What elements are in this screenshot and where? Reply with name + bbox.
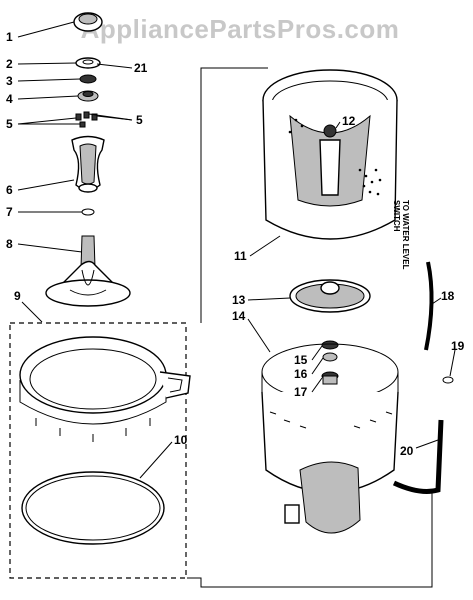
part-19-clamp[interactable] [442,376,454,384]
callout-15: 15 [294,353,308,367]
callout-4: 4 [6,92,13,106]
part-11-spin-basket[interactable] [262,69,398,240]
connector-line-bottom [187,485,433,588]
callout-3: 3 [6,74,13,88]
callout-19: 19 [451,339,465,353]
callout-20: 20 [400,444,414,458]
water-level-note-line-2: SWITCH [392,200,401,232]
callout-11: 11 [234,249,247,263]
part-8-agitator-base[interactable] [45,235,131,307]
part-4-cam[interactable] [77,90,99,102]
callout-6: 6 [6,183,13,197]
part-20-drain-hose[interactable] [392,419,444,494]
callout-2: 2 [6,57,13,71]
watermark-logo: AppliancePartsPros.com [80,14,400,44]
water-level-switch-note: TO WATER LEVEL SWITCH [392,200,410,269]
callout-18: 18 [441,289,455,303]
callout-21: 21 [134,61,148,75]
callout-13: 13 [232,293,246,307]
part-3-retainer[interactable] [79,74,97,84]
callout-16: 16 [294,367,308,381]
callout-14: 14 [232,309,246,323]
callout-5-left: 5 [6,117,13,131]
part-14-outer-tub[interactable] [261,343,399,534]
callout-12: 12 [342,114,356,128]
part-5-dogs[interactable] [75,111,98,128]
basket-perforations [288,118,382,196]
part-18-air-dome-tube[interactable] [424,261,434,351]
callout-5-right: 5 [136,113,143,127]
callout-10: 10 [174,433,188,447]
leader-lines [17,21,456,479]
part-6-agitator-barrel[interactable] [71,135,105,193]
callout-8: 8 [6,237,13,251]
connector-line-top [200,67,268,323]
part-10-gasket[interactable] [21,471,165,545]
part-13-brake-hub[interactable] [289,279,371,313]
water-level-note-line-1: TO WATER LEVEL [401,200,410,270]
part-9-tub-ring[interactable] [19,336,191,442]
part-1-agitator-cap[interactable] [73,12,103,32]
part-17-seal-assembly[interactable] [321,371,339,385]
callout-9: 9 [14,289,21,303]
part-7-ring[interactable] [81,208,95,216]
callout-7: 7 [6,205,13,219]
callout-1: 1 [6,30,13,44]
part-16-nut[interactable] [322,352,338,362]
callout-17: 17 [294,385,308,399]
part-12-basket-nut[interactable] [323,124,337,138]
part-15-bearing[interactable] [321,340,339,350]
part-2-seal[interactable] [75,57,101,69]
